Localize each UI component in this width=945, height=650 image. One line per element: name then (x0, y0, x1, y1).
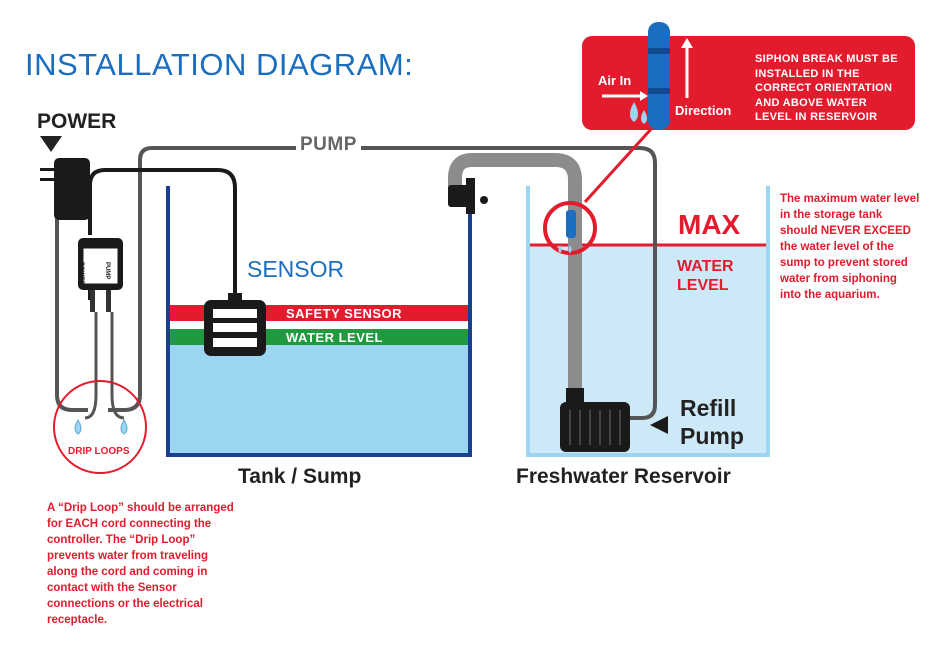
tank-water (168, 340, 470, 453)
max-water-level-label: WATER LEVEL (677, 258, 734, 294)
freshwater-reservoir-caption: Freshwater Reservoir (516, 465, 731, 488)
pump-label: PUMP (296, 134, 361, 156)
water-level-label: WATER LEVEL (286, 330, 383, 345)
drip-cord-left (84, 312, 98, 420)
tank-sump-caption: Tank / Sump (238, 465, 362, 488)
check-valve-icon (448, 178, 488, 214)
drip-loop-note: A “Drip Loop” should be arranged for EAC… (47, 502, 234, 626)
wall-adapter-icon (40, 158, 90, 220)
page-title: INSTALLATION DIAGRAM: (25, 47, 414, 82)
safety-sensor-label: SAFETY SENSOR (286, 306, 403, 321)
drip-loops-label: DRIP LOOPS (68, 446, 130, 457)
power-label: POWER (37, 110, 117, 133)
reservoir-note: The maximum water level in the storage t… (780, 193, 920, 301)
drip-loops-circle (53, 380, 147, 474)
water-drop-icon (568, 245, 572, 253)
refill-pump-label: Refill Pump (680, 395, 744, 449)
controller-icon (78, 238, 123, 312)
max-label: MAX (678, 209, 741, 240)
reservoir-outline (526, 186, 770, 457)
water-drop-icon (74, 419, 82, 435)
siphon-break-icon (602, 22, 693, 130)
controller-pump-label: PUMP (104, 262, 110, 280)
air-in-label: Air In (598, 73, 632, 88)
siphon-break-note: SIPHON BREAK MUST BE INSTALLED IN THE CO… (755, 53, 898, 123)
power-arrow-icon (40, 136, 62, 152)
sensor-label: SENSOR (247, 256, 345, 282)
direction-label: Direction (675, 103, 732, 118)
refill-pump-icon (560, 388, 630, 452)
siphon-break-small-icon (566, 210, 576, 238)
siphon-callout-line (583, 126, 654, 204)
tank-outline (166, 186, 472, 457)
refill-pump-arrow-icon (650, 416, 668, 434)
water-drop-icon (558, 245, 562, 253)
water-drop-icon (120, 419, 128, 435)
refill-tube (448, 153, 582, 400)
controller-power-label: POWER (78, 262, 84, 285)
sensor-icon (204, 293, 266, 356)
drip-cord-right (110, 312, 125, 420)
